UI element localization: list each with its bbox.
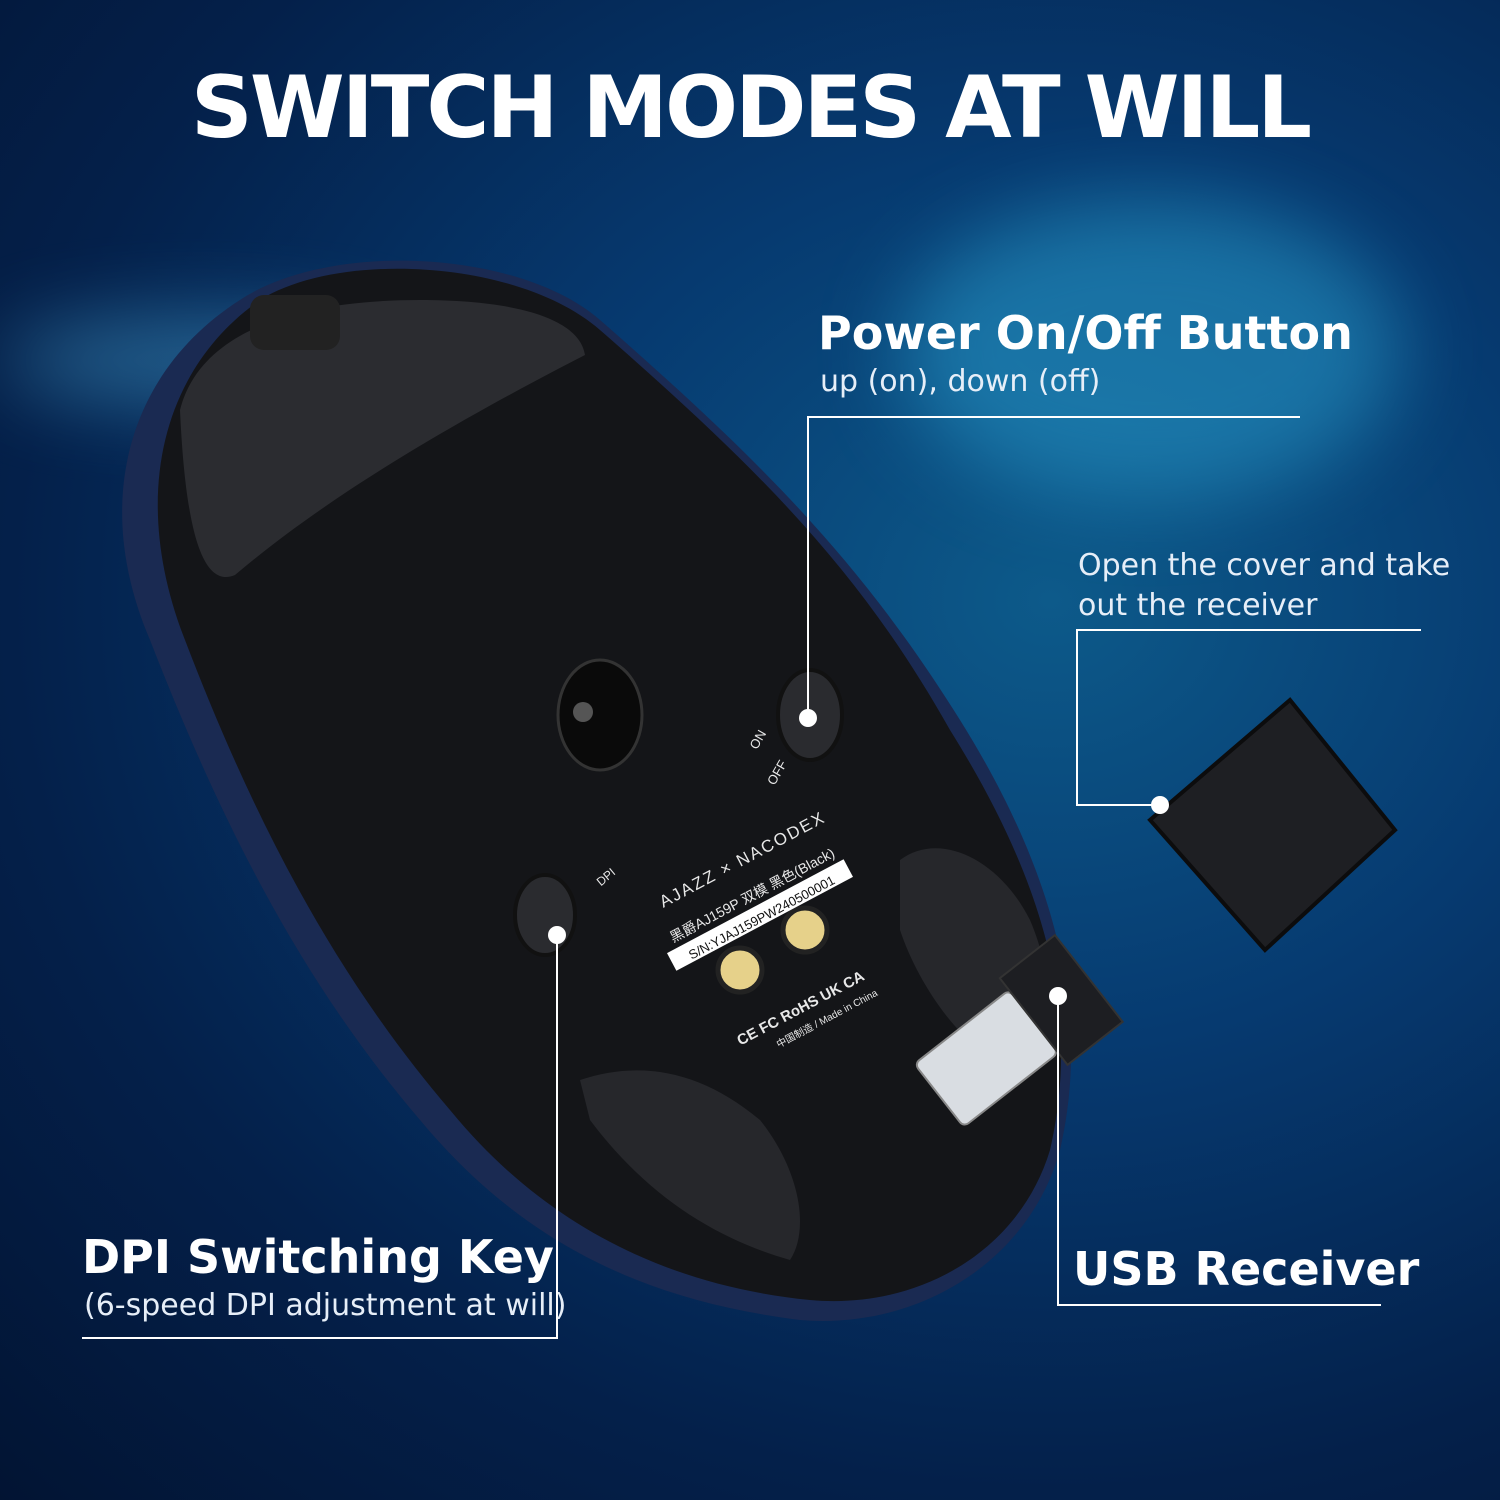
serial-label-strip: [667, 859, 853, 971]
cover-text-line1: Open the cover and take: [1078, 548, 1451, 583]
scroll-wheel: [250, 295, 340, 350]
receiver-cover: [1147, 697, 1398, 953]
callout-line: [1076, 804, 1160, 806]
power-button-title: Power On/Off Button: [818, 306, 1353, 360]
rear-glide-pad: [580, 1070, 800, 1260]
callout-dot: [1049, 987, 1067, 1005]
optical-sensor: [556, 658, 644, 772]
callout-line: [807, 416, 809, 716]
callout-line: [1057, 1304, 1381, 1306]
headline: SWITCH MODES AT WILL: [190, 58, 1312, 158]
callout-line: [1076, 629, 1078, 806]
callout-dot: [548, 926, 566, 944]
callout-line: [556, 935, 558, 1339]
dpi-button: [513, 873, 577, 957]
charging-contact: [780, 905, 830, 955]
dpi-key-title: DPI Switching Key: [82, 1230, 554, 1284]
usb-receiver-title: USB Receiver: [1073, 1242, 1420, 1296]
dpi-key-subtitle: (6-speed DPI adjustment at will): [84, 1288, 567, 1323]
callout-line: [807, 416, 1300, 418]
front-glide-pad: [180, 300, 585, 578]
callout-line: [1057, 996, 1059, 1306]
callout-line: [1076, 629, 1421, 631]
callout-line: [82, 1337, 558, 1339]
callout-dot: [799, 709, 817, 727]
charging-contact: [715, 945, 765, 995]
background-glow: [900, 200, 1400, 500]
power-button-subtitle: up (on), down (off): [820, 364, 1101, 399]
mouse-body: [122, 260, 1125, 1321]
callout-dot: [1151, 796, 1169, 814]
cover-text-line2: out the receiver: [1078, 588, 1318, 623]
